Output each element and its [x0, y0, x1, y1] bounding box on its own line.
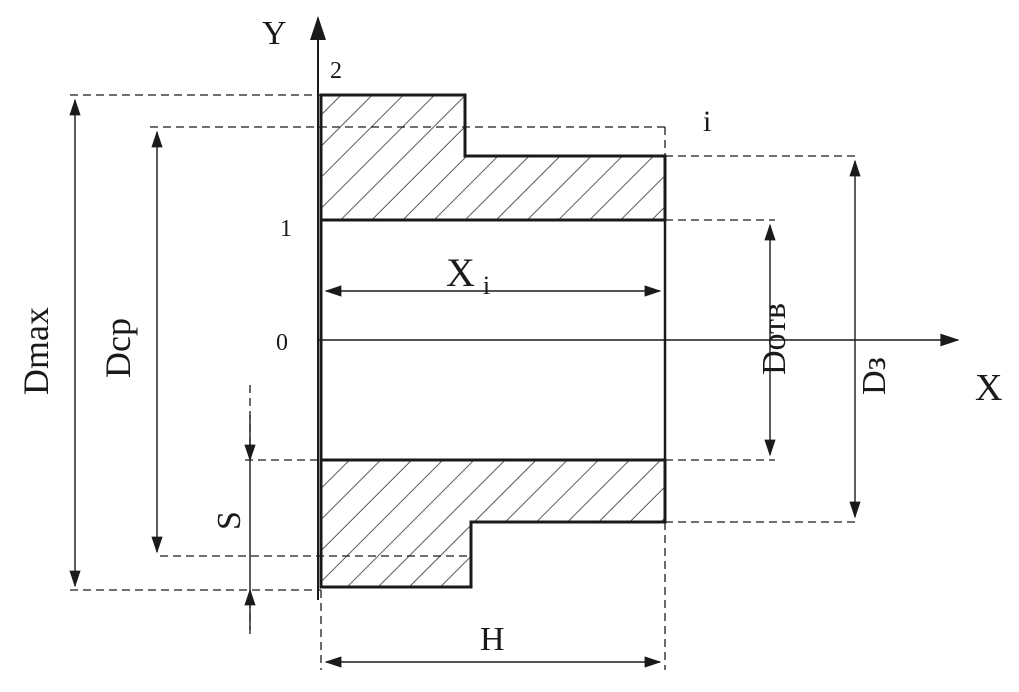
y-axis-label: Y: [262, 15, 287, 52]
point-0-label: 0: [276, 330, 288, 356]
xi-main: X: [446, 250, 475, 295]
h-label: H: [480, 621, 505, 658]
x-axis-label: X: [975, 367, 1002, 409]
upper-flange-section: [319, 93, 667, 222]
dots-label: Dотв: [756, 303, 793, 375]
dz-label: Dз: [856, 357, 893, 395]
s-label: S: [211, 511, 248, 530]
point-2-label: 2: [330, 58, 342, 84]
dcp-label: Dcp: [98, 318, 138, 378]
lower-flange-section: [319, 458, 667, 589]
i-label: i: [703, 105, 711, 138]
xi-subscript: i: [483, 271, 490, 300]
point-1-label: 1: [280, 216, 292, 242]
dmax-label: Dmax: [16, 307, 56, 395]
